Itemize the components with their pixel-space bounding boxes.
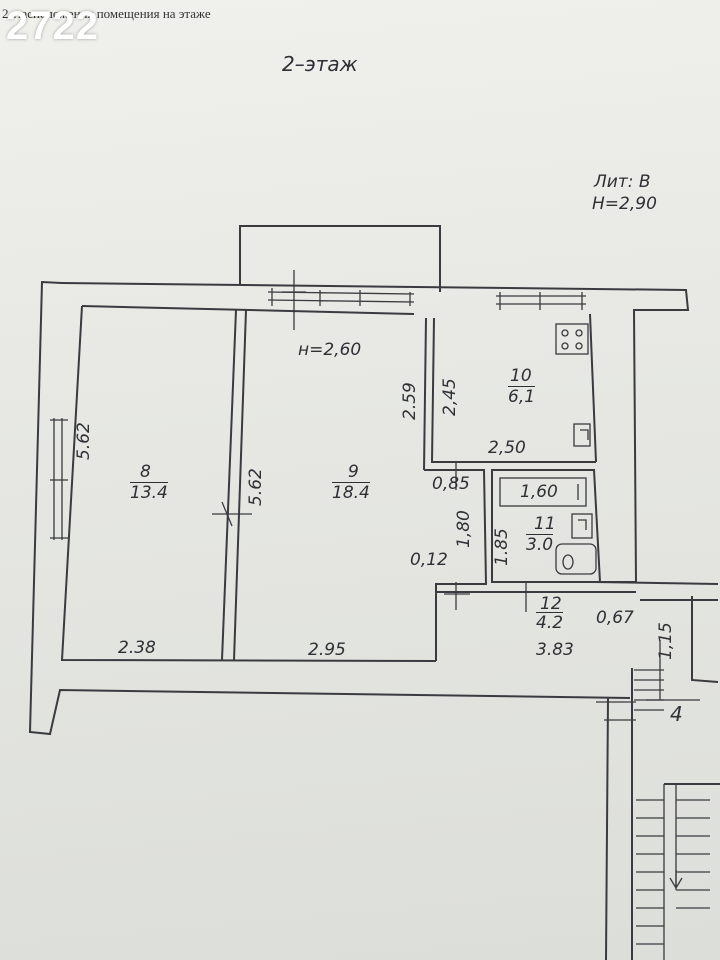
dim-0-12: 0,12 (410, 550, 448, 570)
room-11-area: 3.0 (526, 534, 554, 555)
room-10-number: 10 (510, 366, 532, 386)
corridor-walls (424, 469, 488, 661)
partition-8-9-b (233, 309, 247, 661)
window-room9 (267, 288, 415, 306)
dim-0-67: 0,67 (596, 608, 634, 628)
dim-2-45: 2,45 (440, 378, 460, 416)
room-12-area: 4.2 (536, 612, 564, 633)
kitchen-lower-wall (430, 317, 596, 463)
room8-inner-wall (60, 305, 437, 662)
kitchen-sink-icon (573, 423, 591, 447)
lit-label: Лит: В (594, 172, 651, 192)
height-label: Н=2,90 (592, 194, 657, 214)
stair-steps-top (634, 669, 664, 711)
partition-9-10 (423, 317, 427, 471)
kitchen-right-wall (589, 313, 597, 463)
dim-room9-width: 2.95 (308, 640, 346, 660)
room-8-area: 13.4 (130, 482, 168, 503)
door-tick-12 (444, 582, 470, 610)
dim-room8-length: 5.62 (74, 422, 94, 460)
room-10-area: 6,1 (508, 386, 536, 407)
partition-tick (212, 501, 252, 527)
entry-dim (646, 640, 700, 701)
landing-wall (593, 581, 719, 585)
outer-wall-left (28, 280, 631, 736)
balcony-door-mark (282, 270, 306, 330)
right-room-wall (691, 596, 719, 683)
balcony-outline (239, 225, 441, 292)
stair-arrow-icon (669, 870, 683, 890)
dim-2-59: 2.59 (400, 382, 420, 420)
dim-1-15: 1,15 (656, 622, 676, 660)
dim-0-85: 0,85 (432, 474, 470, 494)
dim-1-60: 1,60 (520, 482, 558, 502)
room-12-number: 12 (540, 594, 562, 614)
stair-wall-left (605, 697, 609, 960)
window-room8 (50, 418, 68, 540)
toilet-icon (555, 543, 597, 575)
dim-3-83: 3.83 (536, 640, 574, 660)
listing-id-watermark: 2722 (6, 4, 99, 48)
stair-steps-left (636, 799, 664, 945)
washbasin-icon (571, 513, 593, 539)
inner-top-wall (81, 305, 415, 315)
entry-tick (596, 701, 636, 721)
stair-rail (663, 784, 677, 960)
bathtub-icon (499, 477, 587, 507)
room-8-number: 8 (140, 462, 151, 482)
stair-steps-right (676, 799, 710, 909)
stair-number: 4 (670, 702, 683, 726)
room-9-area: 18.4 (332, 482, 370, 503)
dim-room8-width: 2.38 (118, 638, 156, 658)
dim-1-85: 1.85 (492, 528, 512, 566)
sheet-header: 2…асположения помещения на этаже (2, 6, 211, 21)
ceiling-height-label: н=2,60 (298, 340, 362, 360)
dim-room9-length: 5.62 (246, 468, 266, 506)
room-11-number: 11 (534, 514, 556, 534)
partition-8-9 (221, 309, 237, 661)
stove-icon (555, 323, 589, 355)
dim-2-50: 2,50 (488, 438, 526, 458)
window-room10 (496, 292, 586, 310)
room-9-number: 9 (348, 462, 359, 482)
dim-1-80: 1,80 (454, 510, 474, 548)
floor-title: 2–этаж (282, 52, 358, 76)
